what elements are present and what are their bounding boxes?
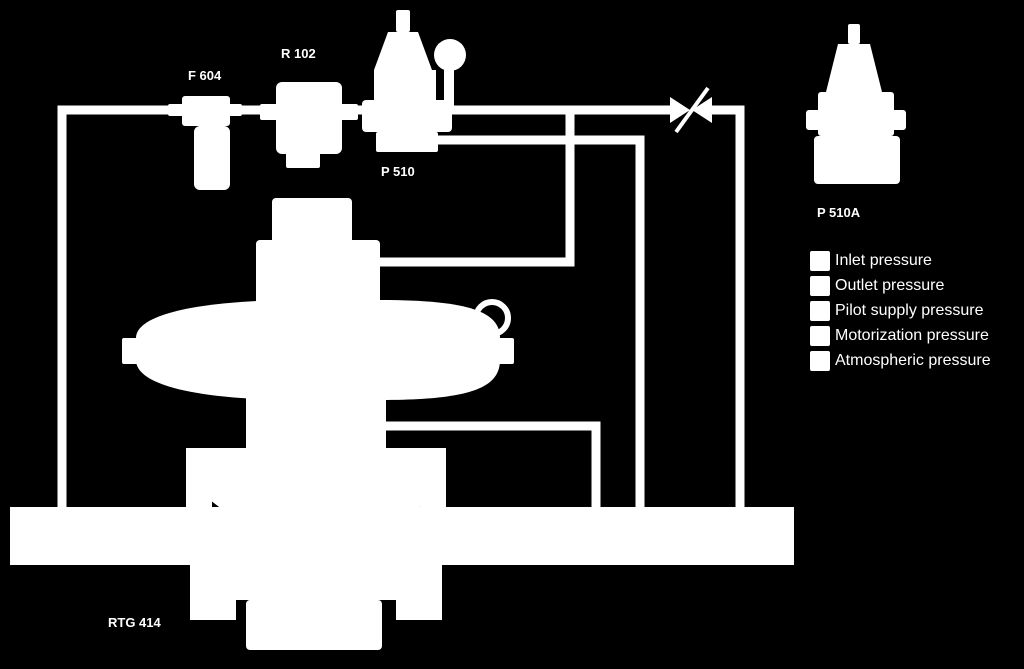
legend-swatch: [810, 350, 830, 371]
needle-valve-icon: [670, 86, 712, 134]
pilot-label: P 510: [381, 164, 415, 179]
legend-item: Motorization pressure: [810, 323, 1024, 348]
regulator-label: RTG 414: [108, 615, 162, 630]
legend-label: Pilot supply pressure: [835, 301, 984, 319]
legend-swatch: [810, 275, 830, 296]
filter-label: F 604: [188, 68, 222, 83]
lifting-eye-icon: [473, 299, 511, 337]
reducer-label: R 102: [281, 46, 316, 61]
inlet-impulse-line: [57, 105, 745, 507]
legend-swatch: [810, 300, 830, 321]
legend-swatch: [810, 250, 830, 271]
reducer-r102: [260, 82, 358, 168]
legend-label: Atmospheric pressure: [835, 351, 991, 369]
pilot-alt-label: P 510A: [817, 205, 861, 220]
main-pipe: [10, 507, 794, 565]
legend-item: Inlet pressure: [810, 248, 1024, 273]
pressure-legend: Inlet pressure Outlet pressure Pilot sup…: [810, 248, 1024, 373]
legend-swatch: [810, 325, 830, 346]
regulator-rtg414: [122, 198, 514, 650]
legend-label: Motorization pressure: [835, 326, 989, 344]
pressure-gauge-icon: [434, 39, 466, 71]
legend-label: Outlet pressure: [835, 276, 945, 294]
legend-label: Inlet pressure: [835, 251, 932, 269]
pilot-lines: [380, 110, 645, 507]
pilot-p510: [362, 10, 454, 152]
legend-item: Atmospheric pressure: [810, 348, 1024, 373]
filter-f604: [168, 96, 242, 190]
legend-item: Pilot supply pressure: [810, 298, 1024, 323]
pilot-p510a: [806, 24, 906, 184]
legend-item: Outlet pressure: [810, 273, 1024, 298]
